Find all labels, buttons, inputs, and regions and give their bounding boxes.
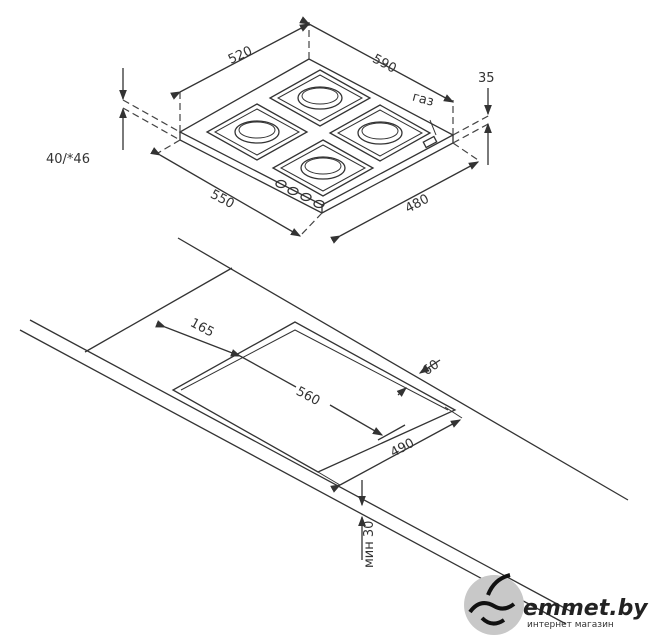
countertop-drawing: [19, 237, 629, 625]
burner-back: [268, 69, 372, 127]
dim-590: 590: [370, 52, 399, 77]
ant-logo-icon: [468, 573, 516, 626]
logo-tagline: интернет магазин: [527, 620, 614, 630]
countertop-front-edge-bottom: [19, 329, 567, 625]
dim-550: 550: [208, 187, 237, 212]
dim-560: 560: [293, 384, 322, 409]
logo-brand: emmet.by: [523, 596, 649, 621]
countertop-back-edge: [177, 237, 629, 501]
gas-inlet: [422, 135, 438, 149]
countertop-front-edge-top: [29, 319, 573, 613]
burner-left: [205, 103, 309, 161]
dim-min-30: мин 30: [362, 521, 377, 568]
dim-40-46: 40/*46: [46, 152, 90, 167]
dim-480: 480: [403, 192, 432, 217]
hob-dimension-lines: [119, 16, 492, 244]
dim-490: 490: [388, 436, 417, 461]
dim-35: 35: [478, 71, 495, 86]
burner-right: [328, 104, 432, 162]
emmet-logo: emmet.by интернет магазин: [464, 573, 649, 635]
gas-label: газ: [411, 90, 436, 110]
dim-520: 520: [226, 44, 255, 68]
hob-top-surface: [178, 58, 455, 206]
